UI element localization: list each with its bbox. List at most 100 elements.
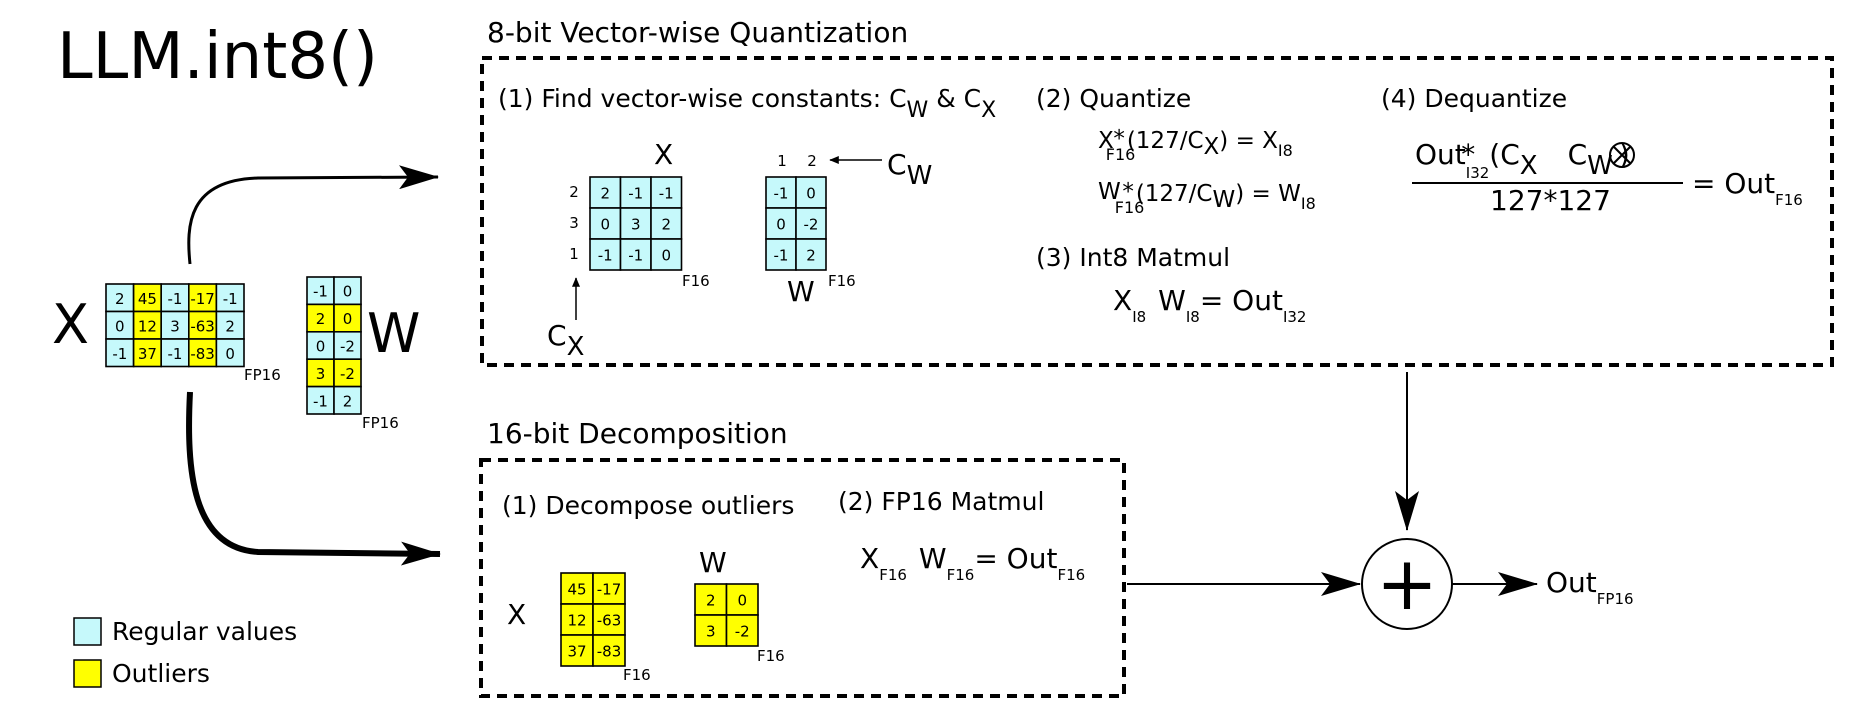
x-row-constant: 2 <box>569 183 579 201</box>
step3-label: (3) Int8 Matmul <box>1036 243 1230 272</box>
input-x-cell-value: 3 <box>170 317 180 335</box>
step1-w-cell <box>795 207 827 240</box>
step1-w-cell-value: -1 <box>774 185 789 203</box>
input-w-dtype: FP16 <box>362 414 399 432</box>
input-w-cell-value: -1 <box>313 283 328 301</box>
outlier-w-cell-value: 3 <box>706 623 716 641</box>
input-x-cell-value: 12 <box>138 317 157 335</box>
input-w-cell-value: 0 <box>316 338 326 356</box>
outlier-x-cell-value: 37 <box>567 643 586 661</box>
input-x-cell-value: 2 <box>225 317 235 335</box>
step1-x-cell <box>589 207 622 240</box>
input-x-cell-value: -1 <box>223 290 238 308</box>
step1-w-dtype: F16 <box>828 272 856 290</box>
input-x-label: X <box>52 293 89 356</box>
step2-label: (2) Quantize <box>1036 84 1191 113</box>
step1-x-cell-value: -1 <box>628 185 643 203</box>
input-x-cell <box>132 338 163 368</box>
input-w-cell-value: -2 <box>340 338 355 356</box>
input-x-cell-value: -17 <box>190 290 215 308</box>
step1-w-cell-value: 2 <box>806 247 816 265</box>
outlier-x-cell-value: -17 <box>597 581 622 599</box>
legend-outlier-swatch <box>73 659 102 688</box>
step1-x-cell <box>619 238 652 271</box>
sum-plus-symbol: + <box>1376 541 1438 627</box>
outlier-w-cell <box>694 614 728 647</box>
input-w-label: W <box>367 302 420 365</box>
input-x-cell-value: -1 <box>112 345 127 363</box>
input-x-cell-value: -1 <box>168 345 183 363</box>
input-w-cell <box>333 276 362 306</box>
w-column-constant: 1 <box>777 152 787 170</box>
x-row-constant: 3 <box>569 214 579 232</box>
step1-w-cell-value: 0 <box>776 216 786 234</box>
input-x-cell-value: 0 <box>225 345 235 363</box>
fp16-matmul-label: (2) FP16 Matmul <box>838 487 1044 516</box>
outlier-x-cell-value: 45 <box>567 581 586 599</box>
outlier-x-cell <box>560 603 594 636</box>
step1-x-cell-value: -1 <box>659 185 674 203</box>
outlier-x-cell-value: 12 <box>567 612 586 630</box>
output-label: OutFP16 <box>1546 566 1634 608</box>
step1-x-cell-value: -1 <box>628 247 643 265</box>
dequant-result: = OutF16 <box>1692 167 1803 209</box>
step1-x-cell <box>619 176 652 209</box>
w-column-constant: 2 <box>807 152 817 170</box>
step1-x-cell-value: 3 <box>631 216 641 234</box>
step1-x-cell <box>650 176 683 209</box>
input-w-cell-value: 2 <box>343 392 353 410</box>
decompose-w-label: W <box>699 546 727 579</box>
legend-regular-swatch <box>73 617 102 646</box>
outlier-x-cell <box>592 603 626 636</box>
decomposition-section-box <box>479 458 1126 698</box>
input-x-cell-value: 45 <box>138 290 157 308</box>
step1-w-cell <box>795 238 827 271</box>
input-w-cell-value: 0 <box>343 310 353 328</box>
input-w-cell <box>306 276 335 306</box>
outer-product-symbol <box>1609 142 1635 168</box>
page-title: LLM.int8() <box>57 20 378 94</box>
input-w-cell-value: -1 <box>313 392 328 410</box>
legend-outliers-label: Outliers <box>112 659 210 688</box>
branch-arrow-to-decomposition <box>186 391 441 566</box>
step1-w-cell-value: 0 <box>806 185 816 203</box>
quantization-section-title: 8-bit Vector-wise Quantization <box>487 16 908 49</box>
input-x-cell <box>215 310 245 340</box>
outlier-x-cell <box>592 572 626 605</box>
step1-x-cell <box>650 238 683 271</box>
quantization-section-box <box>480 56 1834 367</box>
x-row-constants: 231 <box>569 183 579 263</box>
step1-x-cell-value: 0 <box>600 216 610 234</box>
input-x-cell-value: 2 <box>115 290 125 308</box>
outlier-w-cell <box>694 583 728 616</box>
step1-x-cell <box>619 207 652 240</box>
legend-regular-label: Regular values <box>112 617 297 646</box>
input-w-cell-value: -2 <box>340 365 355 383</box>
outlier-x-cell <box>560 634 594 667</box>
step1-w-cell-value: -1 <box>774 247 789 265</box>
input-x-dtype: FP16 <box>244 366 281 384</box>
cx-label: CX <box>547 319 584 362</box>
input-w-cell <box>306 330 335 360</box>
input-x-cell <box>160 310 190 340</box>
step1-x-cell-value: 2 <box>661 216 671 234</box>
outlier-x-cell-value: -83 <box>597 643 622 661</box>
step1-w-cell <box>765 207 797 240</box>
outlier-w-cell-value: 0 <box>737 592 747 610</box>
branch-arrow-to-quantization <box>187 165 439 265</box>
outlier-w-dtype: F16 <box>757 647 785 665</box>
input-w-cell <box>333 385 362 415</box>
step1-w-cell-value: -2 <box>804 216 819 234</box>
input-w-cell <box>333 358 362 388</box>
cw-label: CW <box>887 148 932 191</box>
